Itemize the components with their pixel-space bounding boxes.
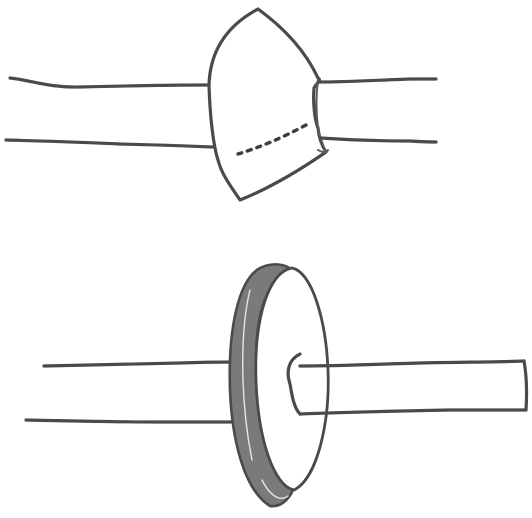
bottom-right-tube-lower-line: [300, 410, 526, 414]
bottom-left-tube-lower-line: [26, 420, 236, 422]
bottom-right-tube-end: [524, 361, 527, 410]
top-left-tube-upper-line: [10, 78, 209, 87]
top-wedge-front-edge: [317, 80, 327, 152]
top-wedge-collar-outline: [209, 9, 326, 200]
top-right-tube-upper-line: [318, 79, 436, 82]
bottom-right-tube-upper-line: [300, 361, 524, 366]
bottom-panel-disc-flange: [26, 264, 527, 506]
top-panel-wedge-collar: [6, 9, 436, 200]
top-right-tube-lower-line: [320, 138, 436, 142]
top-left-tube-lower-line: [6, 140, 212, 147]
bottom-left-tube-upper-line: [44, 362, 236, 366]
top-wedge-dotted-seam: [238, 125, 306, 154]
